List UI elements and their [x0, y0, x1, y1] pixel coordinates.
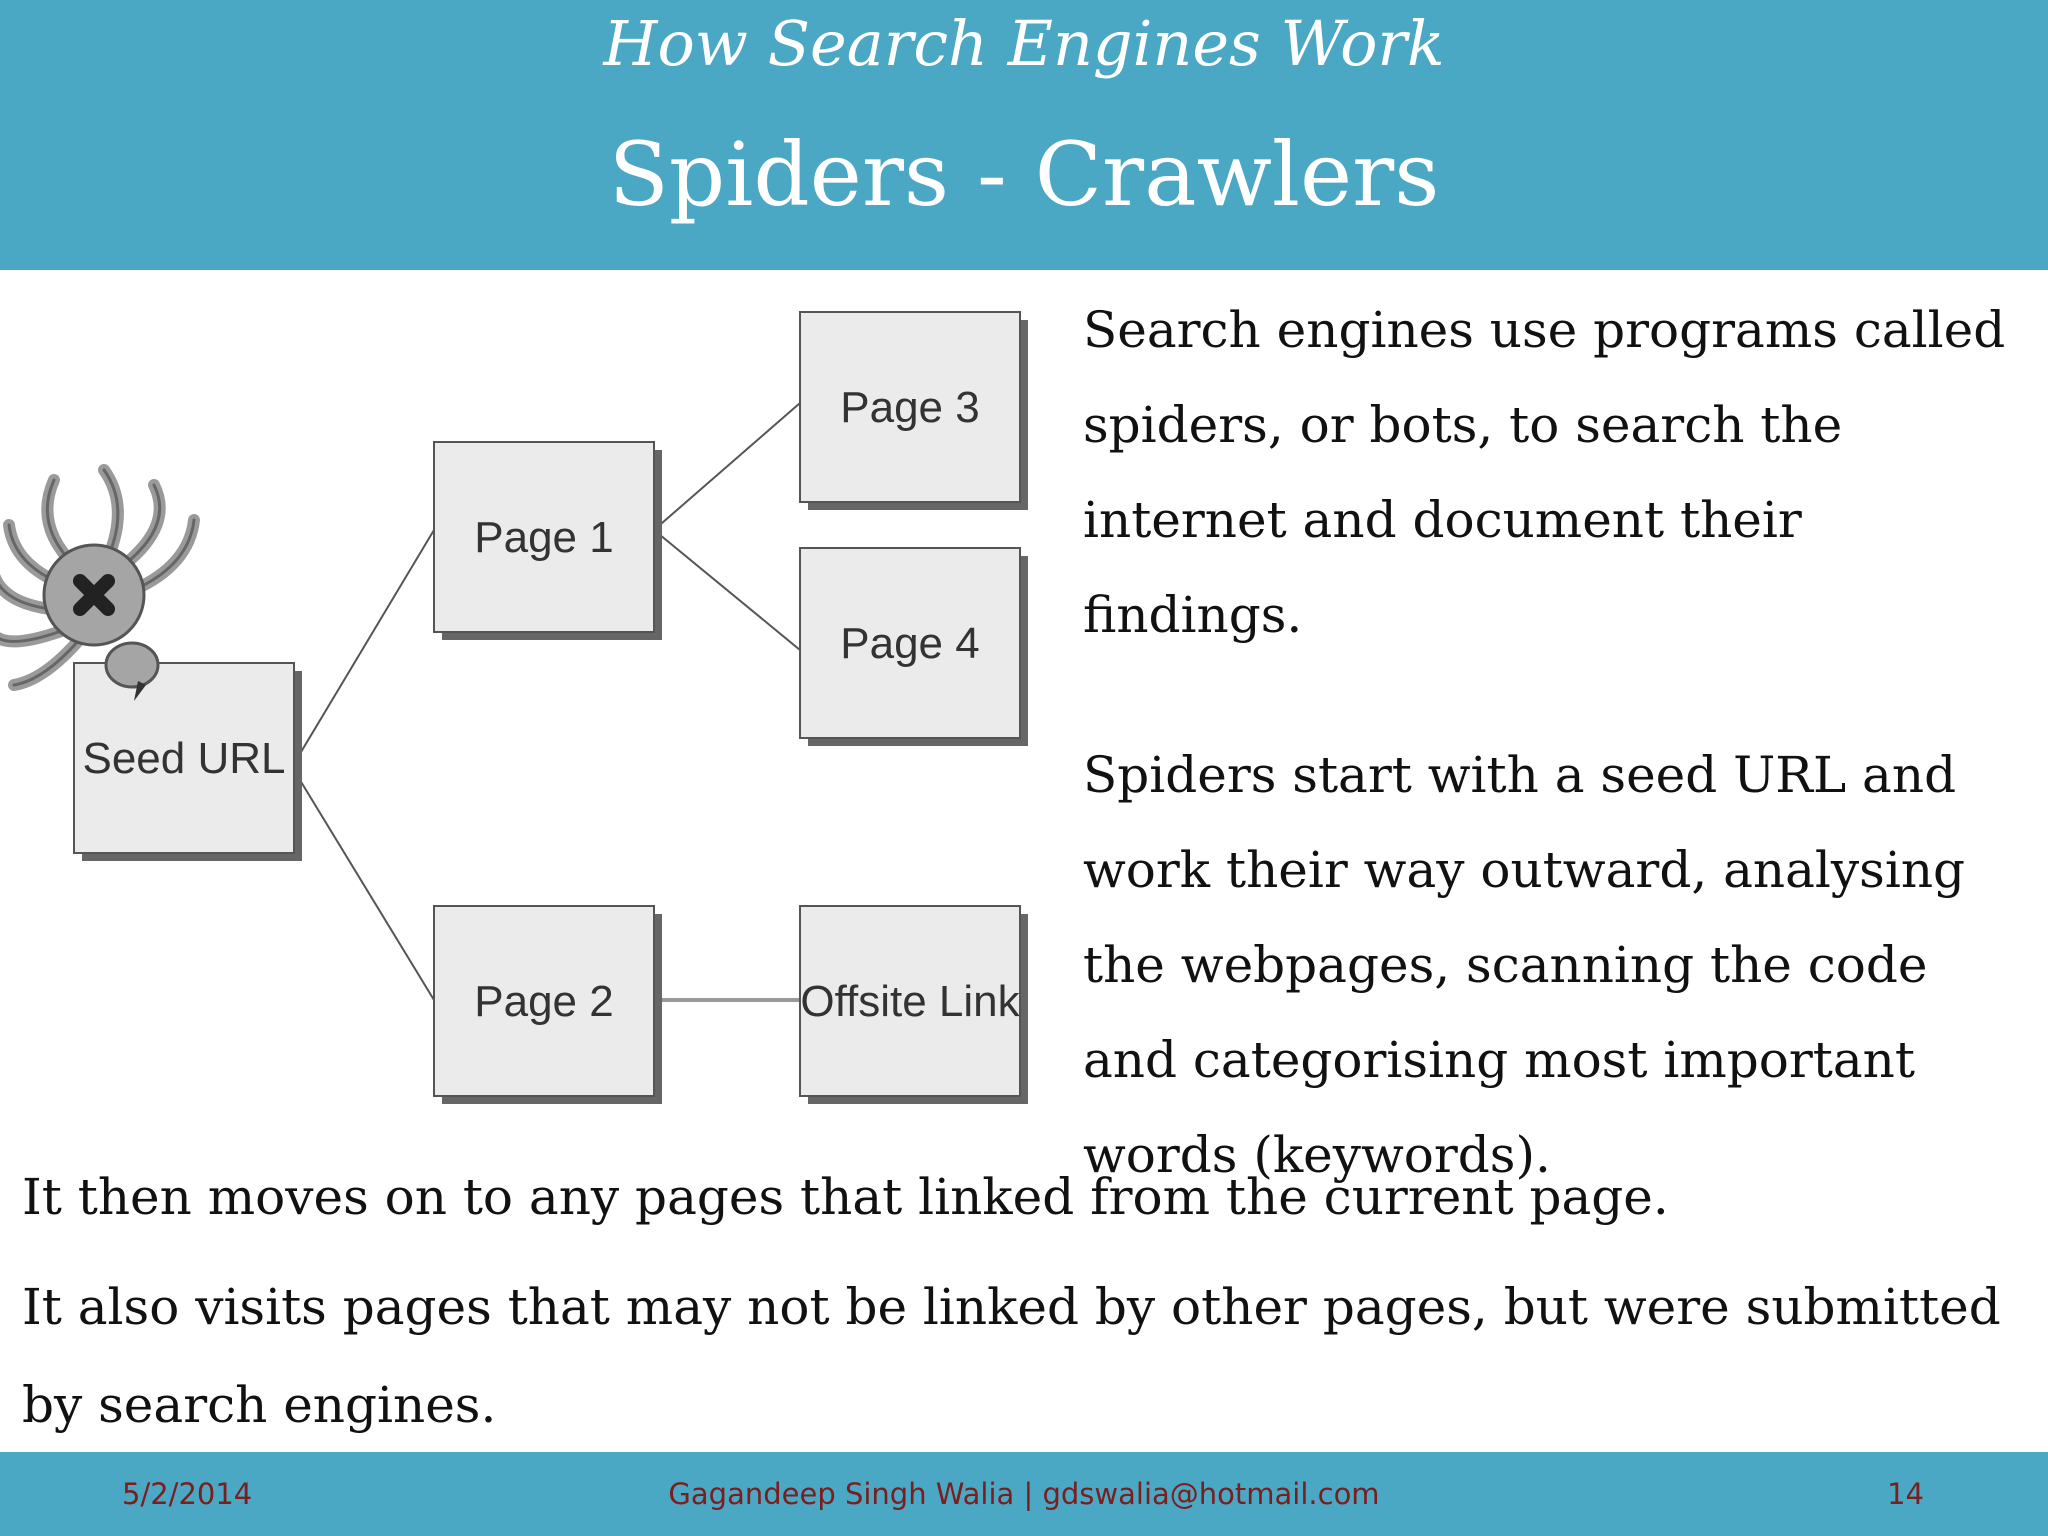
- footer-bar: 5/2/2014 Gagandeep Singh Walia | gdswali…: [0, 1452, 2048, 1536]
- seed-url-label: Seed URL: [82, 734, 285, 783]
- bottom-text: It then moves on to any pages that linke…: [22, 1148, 2022, 1454]
- connector-seed-page1: [291, 529, 435, 768]
- slide-title: Spiders - Crawlers: [608, 123, 1440, 226]
- offsite-link-label: Offsite Link: [800, 977, 1020, 1026]
- page4-label: Page 4: [840, 619, 979, 668]
- footer-page-number: 14: [1887, 1477, 1924, 1511]
- spider-icon: [0, 464, 200, 701]
- offsite-link-box: Offsite Link: [799, 905, 1028, 1104]
- page2-label: Page 2: [474, 977, 613, 1026]
- page1-label: Page 1: [474, 513, 613, 562]
- paragraph-spiders-intro: Search engines use programs called spide…: [1083, 301, 2006, 644]
- page3-label: Page 3: [840, 383, 979, 432]
- header-bar: How Search Engines Work Spiders - Crawle…: [0, 0, 2048, 270]
- connector-seed-page2: [291, 766, 435, 1001]
- page2-box: Page 2: [433, 905, 662, 1104]
- paragraph-linked-pages: It then moves on to any pages that linke…: [22, 1168, 1669, 1226]
- crawler-diagram: Seed URL Page 1 Page 2 Page 3 Page 4: [0, 270, 1060, 1120]
- page3-box: Page 3: [799, 311, 1028, 510]
- connector-page1-page3: [653, 402, 801, 531]
- page4-box: Page 4: [799, 547, 1028, 746]
- footer-date: 5/2/2014: [122, 1477, 253, 1511]
- seed-url-box: Seed URL: [73, 662, 302, 861]
- footer-author: Gagandeep Singh Walia | gdswalia@hotmail…: [668, 1477, 1380, 1511]
- page1-box: Page 1: [433, 441, 662, 640]
- connector-page1-page4: [653, 529, 801, 651]
- paragraph-seed-url: Spiders start with a seed URL and work t…: [1083, 746, 1966, 1184]
- description-text: Search engines use programs called spide…: [1083, 283, 2013, 1203]
- slide-subtitle: How Search Engines Work: [603, 7, 1445, 80]
- paragraph-submitted-pages: It also visits pages that may not be lin…: [22, 1278, 2001, 1434]
